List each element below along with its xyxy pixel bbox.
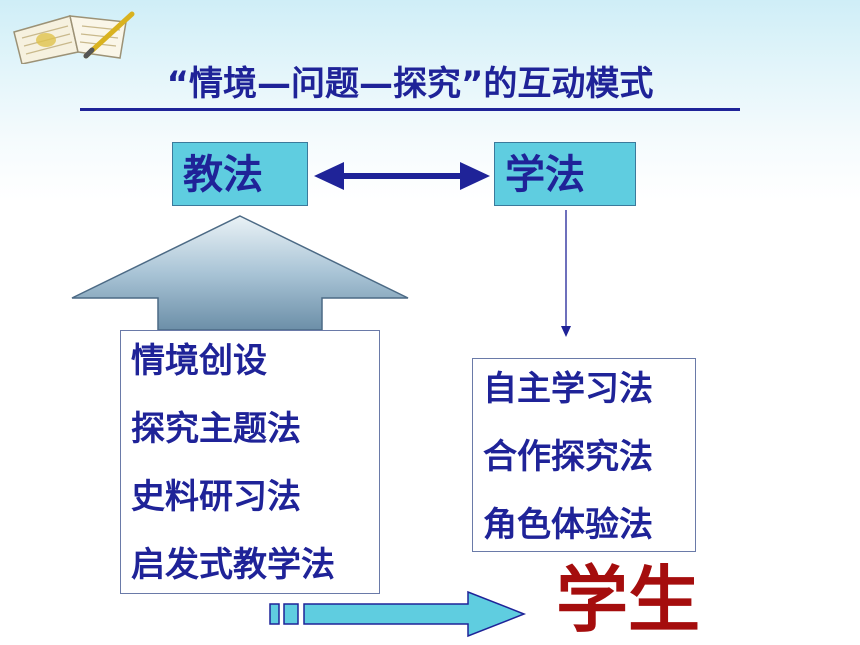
learning-method-box: 学法 — [494, 142, 636, 206]
teaching-methods-box: 情境创设 探究主题法 史料研习法 启发式教学法 — [120, 330, 380, 594]
page-title: “情境—问题—探究”的互动模式 — [80, 60, 740, 111]
list-item: 角色体验法 — [483, 505, 653, 545]
up-arrow-icon — [71, 215, 409, 331]
list-item: 自主学习法 — [483, 369, 653, 409]
list-item: 情境创设 — [131, 341, 267, 381]
notebook-icon — [13, 11, 135, 64]
student-label: 学生 — [556, 558, 701, 642]
down-arrow-icon — [561, 210, 571, 337]
list-item: 合作探究法 — [483, 437, 653, 477]
list-item: 启发式教学法 — [131, 545, 335, 585]
teaching-method-box: 教法 — [172, 142, 308, 206]
list-item: 探究主题法 — [131, 409, 301, 449]
learning-methods-box: 自主学习法 合作探究法 角色体验法 — [472, 358, 696, 552]
double-arrow-icon — [314, 162, 490, 190]
list-item: 史料研习法 — [131, 477, 301, 517]
right-arrow-icon — [269, 590, 527, 638]
